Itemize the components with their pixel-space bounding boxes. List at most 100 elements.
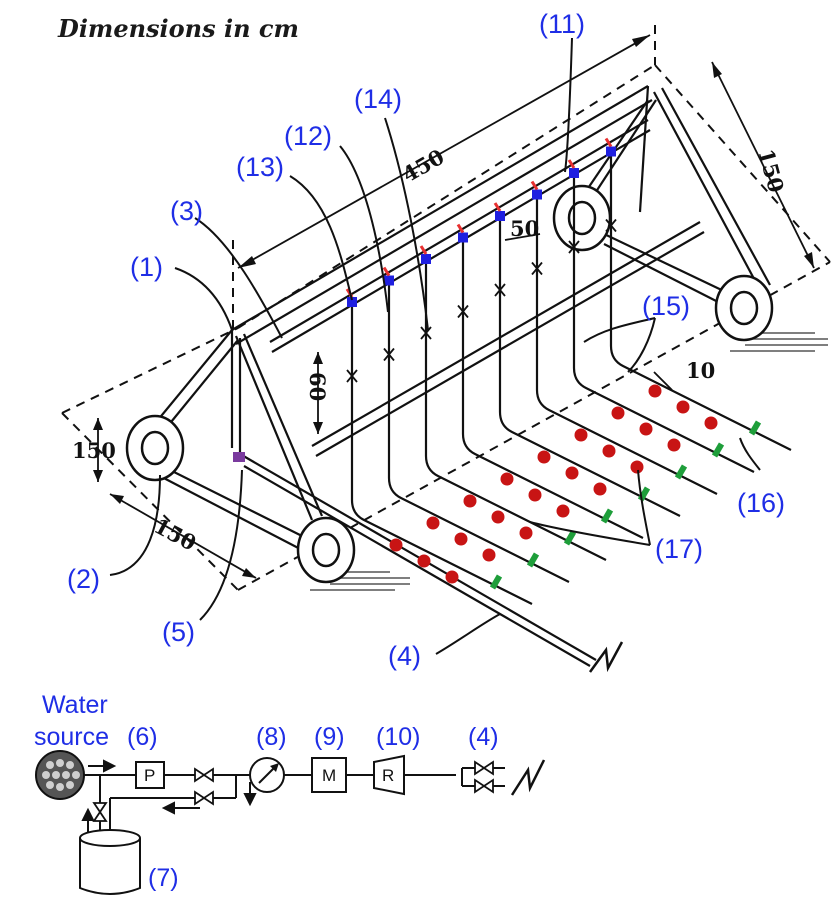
pump-label: (6) [127,723,158,751]
dimension-base: 150 [150,513,200,556]
dimension-emitter: 10 [686,358,715,383]
valve-icon [194,790,214,806]
drop-valve [420,326,432,340]
drop-valve [605,218,617,233]
label-wheel: (2) [67,564,100,594]
emitter-dot [565,466,579,480]
emitter-dot [417,554,431,568]
label-main-pipe: (4) [388,641,421,671]
nozzle-tip [493,202,502,212]
dimension-height: 150 [72,438,116,463]
label-nozzle: (11) [539,9,585,39]
pump-box-letter: P [144,766,155,785]
frame-structure [147,85,771,553]
emitter-dot [537,450,551,464]
label-frame: (1) [130,252,163,282]
label-lateral: (15) [642,291,690,321]
drop-valve [568,240,580,254]
valve-icon [194,767,214,783]
drop-line [609,151,792,451]
regulator-box [373,754,405,796]
water-supply-schematic: Water source (6) (8) (9) (10) (4) (7) [34,691,546,895]
drop-valve [346,369,358,383]
label-drop-line: (12) [284,121,332,151]
emitter-dot [648,384,662,398]
nozzle [384,275,394,286]
regulator-box-letter: R [382,766,394,785]
drop-line [498,216,681,517]
end-cap [526,552,540,568]
emitter-dot [574,428,588,442]
storage-tank-icon [79,829,141,895]
end-cap [489,574,503,590]
end-cap [711,442,725,458]
valve-icon [474,760,494,776]
nozzle-tip [530,180,539,191]
label-emitters: (17) [655,534,703,564]
nozzle [347,297,357,307]
drop-line [535,194,718,495]
gauge-label: (8) [256,723,287,751]
nozzle [495,211,505,221]
emitter-dot [676,400,690,414]
inlet-connector [233,452,245,462]
drop-lines [345,137,792,605]
label-sprayer: (13) [236,152,284,182]
emitter-dot [630,460,644,474]
drop-line [572,173,755,473]
label-inlet: (5) [162,617,195,647]
nozzle [532,189,542,200]
drop-line [387,280,570,583]
emitter-dot [445,570,459,584]
dimension-side: 150 [754,146,789,195]
tank-label: (7) [148,864,179,892]
emitter-dot [639,422,653,436]
emitter-dot [593,482,607,496]
diagram-title: Dimensions in cm [57,14,299,43]
emitter-dot [704,416,718,430]
drop-valve [531,261,543,276]
pipe-break-symbol [588,641,624,673]
emitter-dot [556,504,570,518]
dimension-arrows [93,35,814,578]
meter-box [311,757,347,793]
valve-icon [474,778,494,794]
emitter-dot [491,510,505,524]
emitter-dot [454,532,468,546]
pump-box [135,761,165,789]
emitter-dot [500,472,514,486]
water-source-pattern [42,759,80,791]
water-source-label-line1: Water [42,691,108,719]
leader-lines [109,37,761,655]
wheel [552,184,612,252]
dimension-length: 450 [398,144,448,188]
pipe-label: (4) [468,723,499,751]
nozzle [421,254,431,264]
wheel [125,414,185,482]
main-supply-pipe [239,453,597,667]
drop-line [424,259,607,561]
end-cap [563,530,577,546]
drop-line [350,302,533,605]
emitter-dot [463,494,477,508]
dimension-drop: 60 [305,372,330,401]
label-end-cap: (16) [737,488,785,518]
regulator-label: (10) [376,723,420,751]
dimension-lines [97,34,815,579]
emitter-dot [528,488,542,502]
emitter-dot [602,444,616,458]
dimension-spacing: 50 [510,216,539,241]
nozzle-tip [604,137,613,148]
schematic-pipes [84,767,505,838]
flow-arrows [81,759,257,838]
schematic-break-symbol [510,759,546,796]
nozzle-tip [382,266,391,277]
end-cap [674,464,688,480]
label-top-rail: (3) [170,196,203,226]
nozzle-tip [419,245,428,255]
label-valve: (14) [354,84,402,114]
drop-line [461,237,644,539]
nozzle-tip [456,223,465,234]
emitter-dot [519,526,533,540]
